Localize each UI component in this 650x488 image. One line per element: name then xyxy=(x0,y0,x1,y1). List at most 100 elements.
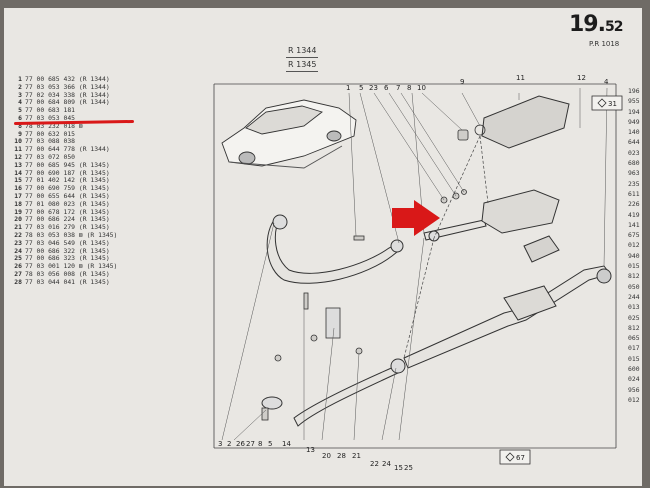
right-column-number: 226 xyxy=(628,200,640,209)
part-reference: 77 03 053 366 xyxy=(25,82,76,91)
callout-bottom: 28 xyxy=(337,452,346,460)
part-note: (R 1345) xyxy=(78,223,110,232)
red-arrow-highlight xyxy=(392,200,440,236)
callout-top: 8 xyxy=(407,84,411,92)
callout-top: 9 xyxy=(460,78,464,86)
ref-tag-31: 31 xyxy=(591,95,623,111)
part-note: (R 1344) xyxy=(78,90,110,99)
part-note: (R 1345) xyxy=(78,246,110,255)
right-column-number: 235 xyxy=(628,179,640,188)
right-column-number: 194 xyxy=(628,107,640,116)
part-number: 5 xyxy=(18,106,22,115)
part-reference: 77 01 080 023 xyxy=(25,199,76,208)
model-label-1: R 1344 xyxy=(286,44,319,58)
part-number: 14 xyxy=(14,168,22,177)
page-code: P.R 1018 xyxy=(589,40,620,48)
part-number: 13 xyxy=(14,160,22,169)
callout-bottom: 21 xyxy=(352,452,361,460)
heat-shield xyxy=(481,95,570,149)
part-reference: 77 03 016 279 xyxy=(25,223,76,232)
part-reference: 77 00 644 778 xyxy=(25,145,76,154)
callout-bottom: 13 xyxy=(306,446,315,454)
callout-bottom: 14 xyxy=(282,440,291,448)
right-column-number: 949 xyxy=(628,117,640,126)
callout-top: 6 xyxy=(384,84,389,92)
part-number: 1 xyxy=(18,75,22,83)
right-column-number: 012 xyxy=(628,395,640,404)
right-column-number: 013 xyxy=(628,303,640,312)
page-number-sub: 52 xyxy=(604,19,624,35)
part-note: ⊠ xyxy=(78,121,83,130)
ref-tag-67-label: 67 xyxy=(516,454,525,462)
part-number: 12 xyxy=(14,152,22,161)
right-column-number: 600 xyxy=(628,365,640,374)
exhaust-diagram: 1 5 23 6 7 8 10 9 11 12 4 3 2 26 27 8 5 … xyxy=(213,74,623,472)
callout-top: 12 xyxy=(577,74,586,82)
part-note: (R 1344) xyxy=(78,75,110,83)
part-number: 3 xyxy=(18,90,22,99)
callout-bottom: 26 xyxy=(236,440,245,448)
callout-top: 5 xyxy=(359,84,363,92)
part-note: (R 1344) xyxy=(78,145,110,154)
part-reference: 77 00 690 759 xyxy=(25,184,76,193)
top-callouts: 1 5 23 6 7 8 10 9 11 12 4 xyxy=(346,74,609,92)
part-number: 11 xyxy=(14,145,22,154)
model-box: R 1344 R 1345 xyxy=(286,44,319,72)
right-column-number: 963 xyxy=(628,169,640,178)
page-number-main: 19. xyxy=(569,12,606,37)
part-number: 24 xyxy=(14,246,22,255)
front-pipe xyxy=(266,214,404,284)
part-note: (R 1345) xyxy=(78,254,110,263)
part-note: (R 1345) xyxy=(78,160,110,169)
part-note: (R 1345) xyxy=(78,191,110,200)
part-reference: 77 03 001 120 xyxy=(25,262,76,271)
page-number: 19.52 xyxy=(569,12,624,37)
right-column-number: 244 xyxy=(628,292,640,301)
part-reference: 77 00 678 172 xyxy=(25,207,76,216)
callout-top: 7 xyxy=(396,84,400,92)
part-reference: 77 00 686 224 xyxy=(25,215,76,224)
right-column-number: 419 xyxy=(628,210,640,219)
right-column-number: 680 xyxy=(628,159,640,168)
right-column-number: 955 xyxy=(628,97,640,106)
right-column-number: 141 xyxy=(628,220,640,229)
right-column-number: 023 xyxy=(628,148,640,157)
right-column-number: 940 xyxy=(628,251,640,260)
car-illustration xyxy=(221,99,357,169)
part-note: (R 1345) xyxy=(78,199,110,208)
callout-bottom: 25 xyxy=(404,464,413,472)
callout-bottom: 5 xyxy=(268,440,272,448)
callout-bottom: 2 xyxy=(227,440,231,448)
part-reference: 77 03 088 038 xyxy=(25,137,76,146)
right-column-number: 644 xyxy=(628,138,640,147)
callout-bottom: 15 xyxy=(394,464,403,472)
part-number: 18 xyxy=(14,199,22,208)
part-reference: 77 03 044 041 xyxy=(25,277,76,286)
part-number: 10 xyxy=(14,137,22,146)
right-column-number: 196 xyxy=(628,87,640,95)
part-note: (R 1345) xyxy=(78,269,110,278)
part-note: (R 1345) xyxy=(78,277,110,286)
ref-tag-67: 67 xyxy=(499,449,531,465)
ref-tag-31-label: 31 xyxy=(608,100,617,108)
part-note: ⊠ (R 1345) xyxy=(78,262,118,271)
lower-exhaust-line xyxy=(261,235,612,427)
part-note: (R 1345) xyxy=(78,168,110,177)
